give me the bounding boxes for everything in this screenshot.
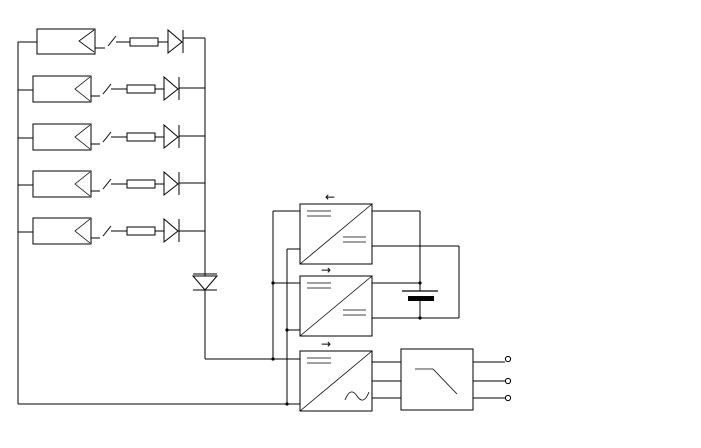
inverter: → [299, 337, 401, 412]
pv-module-icon [32, 123, 92, 151]
fuse-icon [129, 37, 159, 47]
pv-module-icon [32, 170, 92, 198]
switch-icon [102, 131, 112, 143]
converter-top-arrow: ← [325, 190, 335, 204]
battery-negative-plate [408, 296, 434, 301]
pv-module-icon [32, 217, 92, 245]
pv-string-4 [18, 170, 205, 198]
switch-icon [107, 35, 117, 47]
main-blocking-diode [191, 273, 300, 360]
sine-wave-icon [344, 391, 370, 401]
junction-dot [285, 328, 289, 332]
fuse-icon [126, 84, 156, 94]
switch-icon [102, 178, 112, 190]
lowpass-filter-icon [415, 368, 458, 395]
pv-string-1 [18, 28, 205, 55]
pv-string-2 [18, 75, 205, 103]
diode-icon [167, 28, 183, 55]
diode-icon [163, 217, 179, 244]
diode-icon [191, 275, 219, 291]
fuse-icon [126, 226, 156, 236]
pv-string-5 [18, 217, 205, 245]
converter-middle-arrow: → [321, 263, 331, 277]
ac-output-terminal-1 [504, 355, 512, 363]
switch-icon [102, 225, 112, 237]
junction-dot [271, 281, 275, 285]
diode-icon [163, 75, 179, 102]
diode-icon [163, 123, 179, 150]
output-filter [400, 348, 505, 411]
pv-string-3 [18, 123, 205, 151]
pv-module-icon [32, 75, 92, 103]
inverter-arrow: → [321, 337, 331, 351]
fuse-icon [126, 132, 156, 142]
diode-icon [163, 170, 179, 197]
switch-icon [102, 83, 112, 95]
fuse-icon [126, 179, 156, 189]
junction-dot [271, 357, 275, 361]
dc-dc-converter-top: ← [299, 190, 460, 318]
dc-dc-converter-middle: → [299, 263, 459, 337]
pv-module-icon [36, 28, 96, 55]
battery-icon [402, 283, 438, 318]
ac-output-terminal-2 [504, 377, 512, 385]
ac-output-terminal-3 [504, 394, 512, 402]
